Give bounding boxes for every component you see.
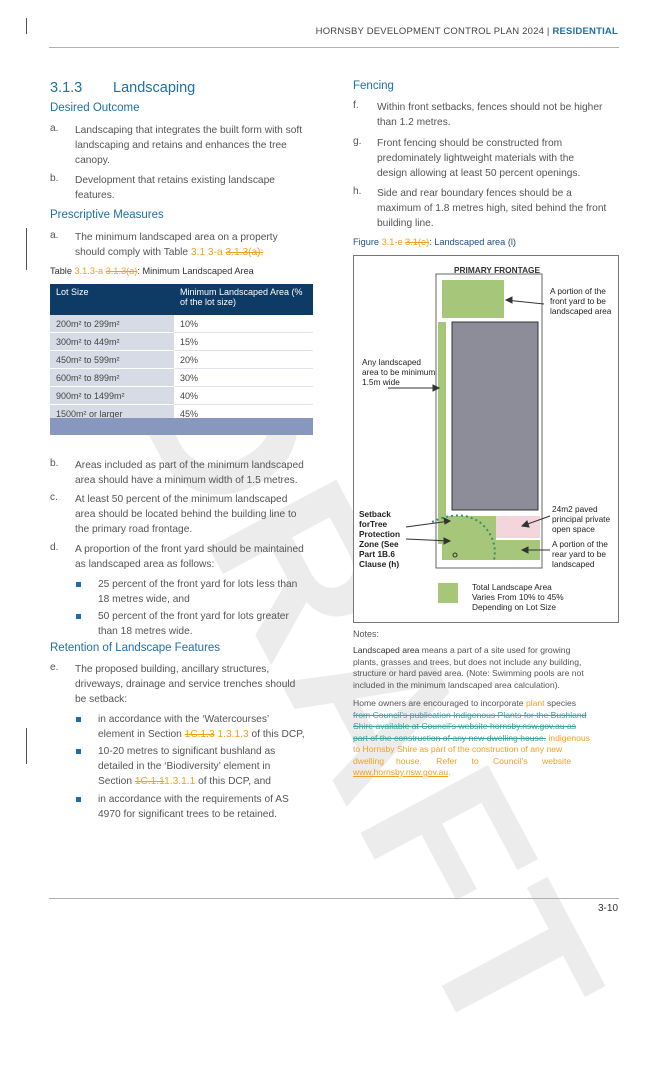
setback-arrow-1 xyxy=(405,520,451,528)
paved-open-space xyxy=(496,516,540,538)
header-rule xyxy=(49,47,619,48)
e-bullet-2: 10-20 metres to significant bushland as … xyxy=(98,746,276,787)
front-landscape-area xyxy=(442,280,504,318)
rear-landscape-area xyxy=(442,516,496,560)
section-number: 3.1.3 xyxy=(50,80,83,96)
notes-plants: Home owners are encouraged to incorporat… xyxy=(353,698,590,777)
site-plan-diagram xyxy=(388,273,551,603)
table-cell: 30% xyxy=(174,368,313,387)
arrow-head xyxy=(443,517,452,525)
table-cell: 40% xyxy=(174,386,313,405)
crop-mark-left xyxy=(26,18,27,34)
e-bullet-1: in accordance with the ‘Watercourses’ el… xyxy=(98,714,305,740)
fencing-f: Within front setbacks, fences should not… xyxy=(377,102,603,128)
section-title: Landscaping xyxy=(113,80,196,96)
side-landscape-strip xyxy=(438,322,446,544)
legend-swatch xyxy=(438,583,458,603)
change-bar xyxy=(26,728,27,764)
table-header-cell: Minimum Landscaped Area (% of the lot si… xyxy=(174,284,313,315)
bullet-icon xyxy=(76,614,81,619)
table-header-row: Lot Size Minimum Landscaped Area (% of t… xyxy=(50,284,313,315)
item-letter: b. xyxy=(50,458,59,469)
arrow-head xyxy=(520,520,530,528)
bullet-icon xyxy=(76,717,81,722)
item-letter: e. xyxy=(50,662,59,673)
item-d: A proportion of the front yard should be… xyxy=(75,544,304,570)
header-section: RESIDENTIAL xyxy=(552,26,618,37)
table-cell: 10% xyxy=(174,315,313,333)
item-letter: g. xyxy=(353,136,362,147)
prescriptive-a: The minimum landscaped area on a propert… xyxy=(75,232,278,258)
table-caption: Table 3.1.3-a 3.1.3(a): Minimum Landscap… xyxy=(50,266,254,276)
council-website-link[interactable]: www.hornsby.nsw.gov.au xyxy=(353,767,449,777)
table-cell: 600m² to 899m² xyxy=(50,368,174,387)
page-header: HORNSBY DEVELOPMENT CONTROL PLAN 2024 | … xyxy=(315,26,618,37)
table-footer-bar xyxy=(50,418,313,435)
setback-arrow-2 xyxy=(405,538,451,542)
change-bar xyxy=(26,228,27,270)
item-letter: b. xyxy=(50,173,59,184)
arrow-head xyxy=(443,537,452,545)
notes-heading: Notes: xyxy=(353,629,380,639)
min-landscaped-table: Lot Size Minimum Landscaped Area (% of t… xyxy=(50,284,313,423)
item-letter: a. xyxy=(50,230,59,241)
item-b: Areas included as part of the minimum la… xyxy=(75,460,304,486)
desired-outcome-heading: Desired Outcome xyxy=(50,102,140,114)
table-header-cell: Lot Size xyxy=(50,284,174,315)
fencing-h: Side and rear boundary fences should be … xyxy=(377,188,607,229)
building-footprint xyxy=(451,321,539,511)
primary-frontage-label: PRIMARY FRONTAGE xyxy=(454,265,541,275)
table-cell: 300m² to 449m² xyxy=(50,332,174,351)
table-cell: 450m² to 599m² xyxy=(50,350,174,369)
arrow-head xyxy=(520,546,529,554)
arrow-head xyxy=(504,296,513,304)
item-c: At least 50 percent of the minimum lands… xyxy=(75,494,297,535)
rear-landscape-area-2 xyxy=(496,540,540,560)
tree-icon xyxy=(452,552,458,558)
item-letter: d. xyxy=(50,542,59,553)
notes-definition: Landscaped area means a part of a site u… xyxy=(353,645,584,690)
retention-heading: Retention of Landscape Features xyxy=(50,642,221,654)
figure-caption: Figure 3.1-e 3.1(e): Landscaped area (l) xyxy=(353,237,516,247)
item-e: The proposed building, ancillary structu… xyxy=(75,664,296,705)
table-cell: 200m² to 299m² xyxy=(50,315,174,333)
d-bullet-1: 25 percent of the front yard for lots le… xyxy=(98,579,298,605)
bullet-icon xyxy=(76,749,81,754)
tree-protection-zone xyxy=(431,514,496,561)
prescriptive-heading: Prescriptive Measures xyxy=(50,209,164,221)
d-bullet-2: 50 percent of the front yard for lots gr… xyxy=(98,611,289,637)
table-cell: 20% xyxy=(174,350,313,369)
table-cell: 900m² to 1499m² xyxy=(50,386,174,405)
footer-rule xyxy=(49,898,619,899)
lot-boundary xyxy=(435,273,543,569)
page-number: 3-10 xyxy=(597,903,618,914)
item-letter: a. xyxy=(50,123,59,134)
desired-outcome-a: Landscaping that integrates the built fo… xyxy=(75,125,303,166)
desired-outcome-b: Development that retains existing landsc… xyxy=(75,175,275,201)
item-letter: c. xyxy=(50,492,58,503)
e-bullet-3: in accordance with the requirements of A… xyxy=(98,794,289,820)
header-title: HORNSBY DEVELOPMENT CONTROL PLAN 2024 xyxy=(315,26,545,37)
arrow-head xyxy=(432,384,441,392)
bullet-icon xyxy=(76,582,81,587)
item-letter: f. xyxy=(353,100,359,111)
fencing-g: Front fencing should be constructed from… xyxy=(377,138,581,179)
table-cell: 15% xyxy=(174,332,313,351)
item-letter: h. xyxy=(353,186,362,197)
bullet-icon xyxy=(76,797,81,802)
fencing-heading: Fencing xyxy=(353,80,394,92)
